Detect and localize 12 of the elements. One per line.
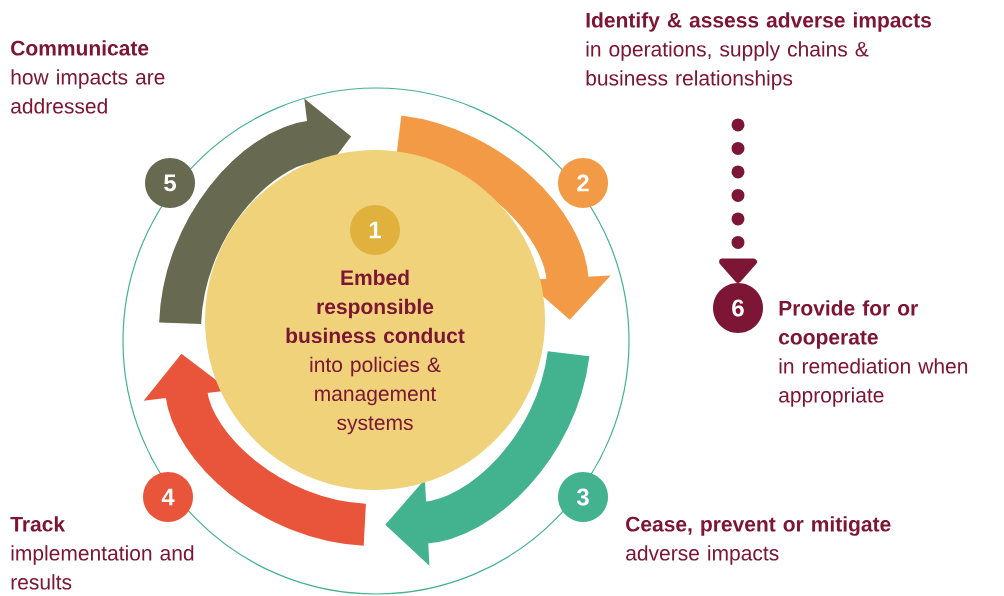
dotted-arrow	[719, 118, 757, 283]
step-description: in operations, supply chains & business relationships	[586, 41, 869, 90]
center-circle	[205, 150, 545, 490]
step-title: Track	[10, 516, 66, 532]
step-description: into policies & management systems	[310, 356, 441, 435]
step-title: Identify & assess adverse impacts	[586, 12, 931, 32]
step-description: in remediation when appropriate	[779, 358, 968, 407]
step-description: implementation and results	[11, 545, 194, 590]
step-description: how impacts are addressed	[11, 69, 165, 114]
step-title: Cease, prevent or mitigate	[626, 516, 891, 536]
step-title: Communicate	[11, 40, 149, 56]
step-description: adverse impacts	[626, 545, 779, 565]
